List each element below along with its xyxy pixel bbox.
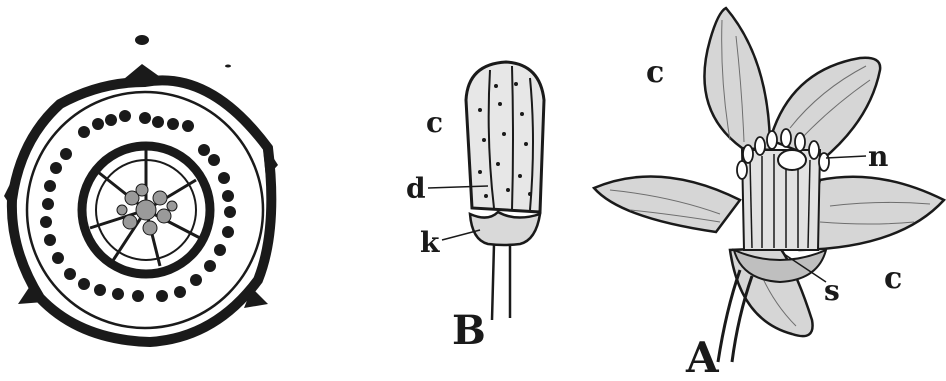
stigma: [778, 150, 806, 170]
label-c-flower-right: c: [884, 261, 902, 296]
label-c-bud: c: [426, 106, 443, 139]
speck: [225, 65, 231, 68]
label-k-bud: k: [420, 226, 440, 259]
label-A: A: [685, 333, 720, 381]
petal-left: [594, 176, 740, 232]
label-d-bud: d: [406, 172, 426, 205]
ovary: [82, 146, 210, 274]
leader-k: [442, 230, 480, 240]
label-n: n: [868, 140, 888, 173]
bud-stalk: [492, 244, 510, 320]
flower-A: c n c s A: [594, 8, 944, 381]
label-B: B: [452, 307, 486, 354]
petal-upper-left: [704, 8, 770, 150]
leader-n: [826, 156, 866, 158]
label-s: s: [824, 274, 840, 307]
bud-B: c d k B: [406, 62, 544, 354]
floral-diagram: [4, 35, 278, 342]
axis-dot: [135, 35, 149, 45]
bud-calyx: [470, 212, 540, 245]
petal-right: [800, 177, 944, 250]
label-c-flower-top: c: [646, 55, 664, 90]
calyx-tip-top: [118, 64, 170, 84]
